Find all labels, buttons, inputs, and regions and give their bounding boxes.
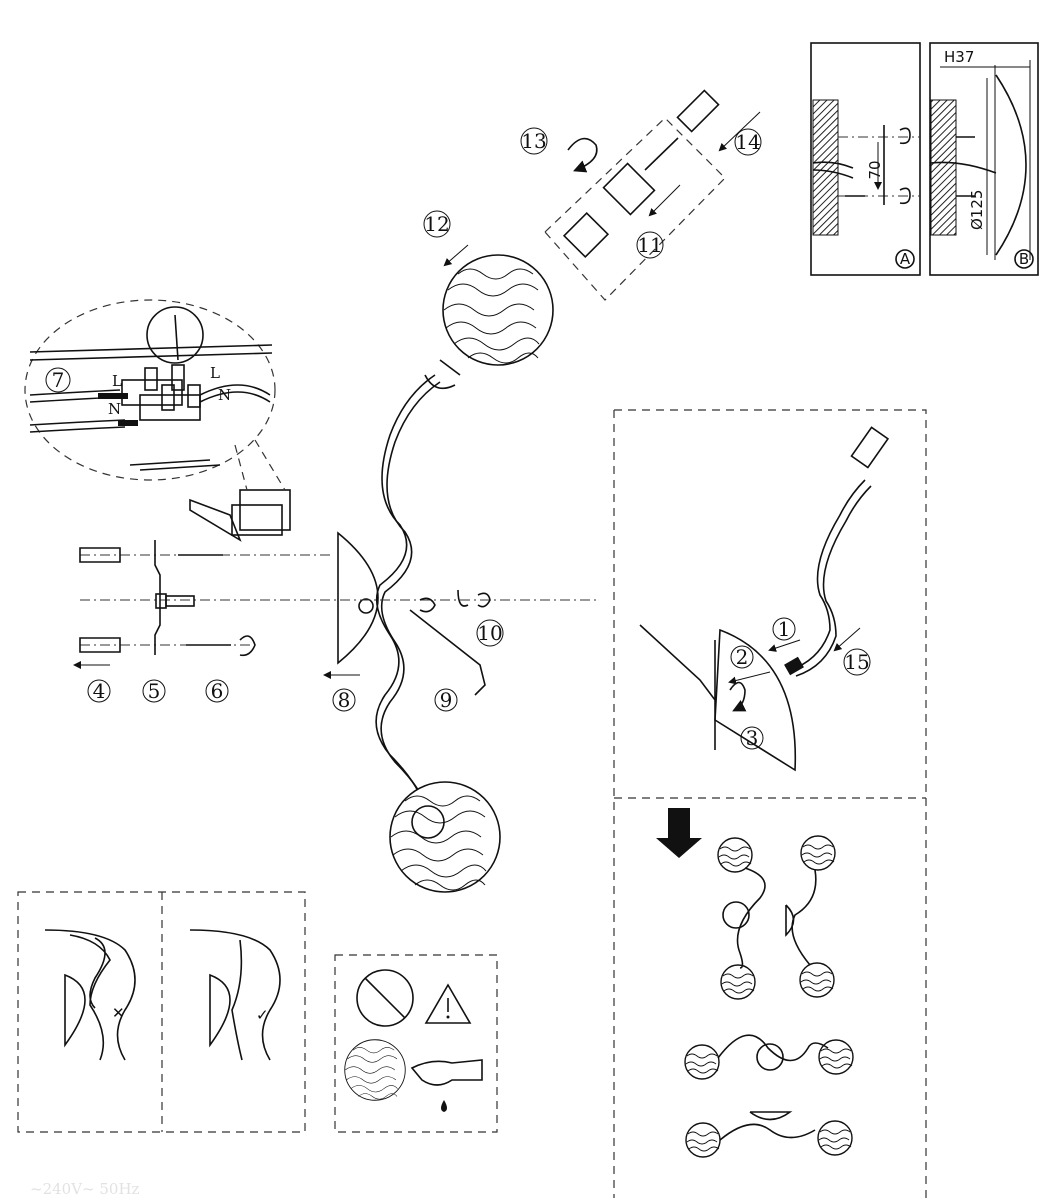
mounting-hint-panel: ✕ ✓ [17,891,306,1133]
hot-glass-icon [344,1039,406,1101]
result-ball [685,1122,721,1158]
detail-b-label: B [1019,250,1029,268]
step-9: 9 [434,688,458,712]
step-13: 13 [520,127,548,155]
svg-text:11: 11 [637,233,662,257]
detail-a-panel: 70 A [810,42,921,276]
wire-label-l-in: L [112,372,122,390]
step-11: 11 [636,231,664,259]
svg-text:6: 6 [211,679,224,703]
result-ball [684,1044,720,1080]
shade-and-bulb-assembly [424,89,761,390]
step-5: 5 [142,679,166,703]
result-ball [800,835,836,871]
svg-text:8: 8 [338,688,351,712]
step-4: 4 [87,679,111,703]
glass-shade-bottom [389,781,501,893]
svg-text:7: 7 [52,368,65,392]
svg-text:2: 2 [736,645,749,669]
svg-text:4: 4 [93,679,106,703]
step-14: 14 [734,128,762,156]
svg-text:14: 14 [735,130,760,154]
right-mark: ✓ [256,1006,269,1024]
result-ball [817,1120,853,1156]
step-10: 10 [476,619,504,647]
no-touch-icon [356,969,414,1027]
svg-text:9: 9 [440,688,453,712]
step-3: 3 [740,726,764,750]
detail-a-label: A [900,250,911,268]
svg-text:10: 10 [477,621,502,645]
down-arrow-icon [656,808,702,858]
canopy-mounting [73,439,600,696]
result-ball [720,964,756,1000]
connection-detail-panel [613,409,927,1198]
step-labels: 1 2 3 4 5 6 7 8 9 10 11 12 13 14 15 [45,127,871,750]
hand-icon [410,1059,483,1086]
svg-text:5: 5 [148,679,161,703]
safety-warning-panel [334,954,498,1133]
dimension-70: 70 [866,160,884,179]
svg-text:3: 3 [746,726,759,750]
height-dimension: H37 [944,48,974,66]
svg-text:13: 13 [521,129,546,153]
drop-icon [441,1100,447,1112]
wire-label-n-in: N [108,400,121,418]
svg-text:12: 12 [424,212,449,236]
detail-b-panel: H37 Ø125 B [929,42,1039,276]
step-7: 7 [45,367,71,393]
diameter-dimension: Ø125 [968,190,986,230]
step-6: 6 [205,679,229,703]
result-ball [717,837,753,873]
lamp-arm-cables [375,374,501,893]
wire-label-l-out: L [210,364,220,382]
step-15: 15 [843,648,871,676]
step-1: 1 [772,617,796,641]
wrong-mark: ✕ [112,1004,125,1022]
step-8: 8 [332,688,356,712]
step-12: 12 [423,210,451,238]
result-ball [799,962,835,998]
wire-label-n-out: N [218,386,231,404]
svg-text:15: 15 [844,650,869,674]
wiring-callout: L N L N [24,299,276,481]
voltage-text: ~240V~ 50Hz [30,1180,140,1198]
glass-shade-top [442,254,554,366]
warning-icon [424,983,472,1024]
svg-text:1: 1 [778,617,791,641]
step-2: 2 [730,645,754,669]
